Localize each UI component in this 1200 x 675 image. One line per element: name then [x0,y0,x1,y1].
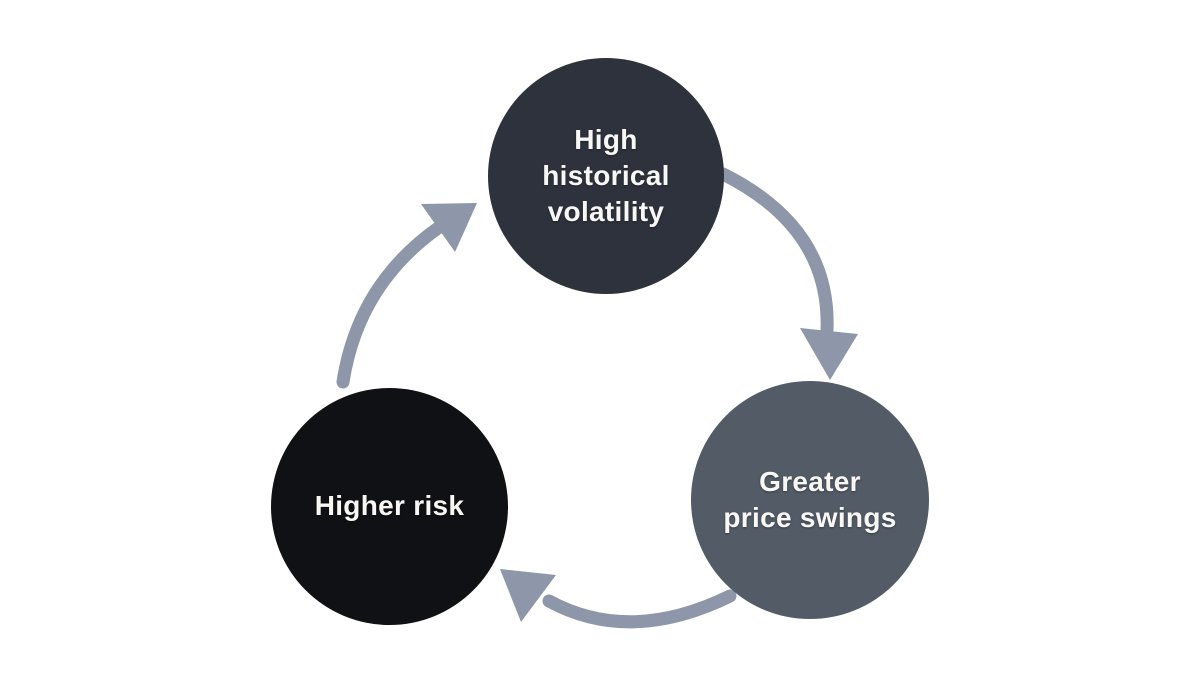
node-high-historical-volatility-label: High historical volatility [542,123,670,228]
arrow-left-to-top-head [421,203,477,252]
node-higher-risk-label: Higher risk [314,490,465,522]
node-greater-price-swings: Greater price swings [691,381,929,619]
arrow-top-to-right-head [800,328,858,380]
arrow-top-to-right [716,167,858,380]
arrow-right-to-left [500,569,737,629]
arrow-right-to-left-curve [542,589,737,629]
node-greater-price-swings-label: Greater price swings [723,465,897,533]
node-higher-risk: Higher risk [271,388,508,625]
arrow-top-to-right-curve [716,167,834,337]
arrow-left-to-top [336,203,477,389]
arrow-right-to-left-head [500,569,556,622]
arrow-left-to-top-curve [336,221,445,389]
node-high-historical-volatility: High historical volatility [488,58,724,294]
